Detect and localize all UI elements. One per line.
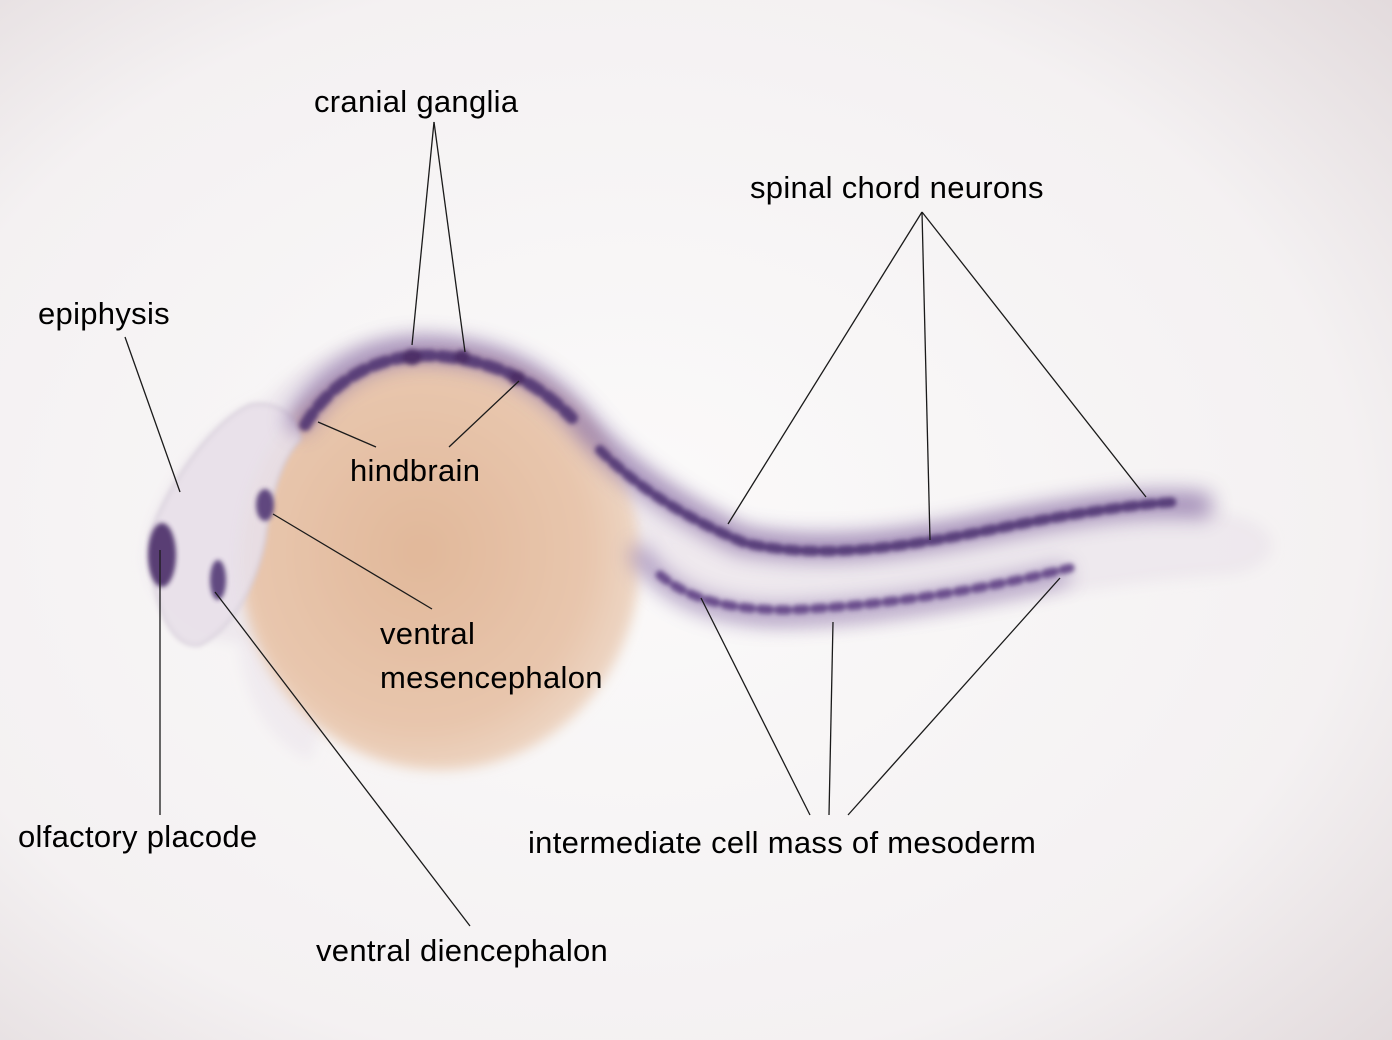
yolk (240, 350, 640, 770)
stain-dark (148, 349, 1180, 615)
label-ventral-mesencephalon: ventral mesencephalon (380, 612, 603, 700)
head-region (148, 402, 302, 647)
label-intermediate-cell-mass: intermediate cell mass of mesoderm (528, 825, 1037, 860)
label-spinal-chord-neurons: spinal chord neurons (750, 170, 1044, 205)
label-hindbrain: hindbrain (350, 453, 481, 488)
label-cranial-ganglia: cranial ganglia (314, 84, 519, 119)
leader-lines (124, 121, 1147, 927)
label-ventral-mesencephalon-line2: mesencephalon (380, 660, 603, 695)
label-ventral-diencephalon: ventral diencephalon (316, 933, 609, 968)
label-ventral-mesencephalon-line1: ventral (380, 616, 476, 651)
label-olfactory-placode: olfactory placode (18, 819, 258, 854)
label-epiphysis: epiphysis (38, 296, 170, 331)
